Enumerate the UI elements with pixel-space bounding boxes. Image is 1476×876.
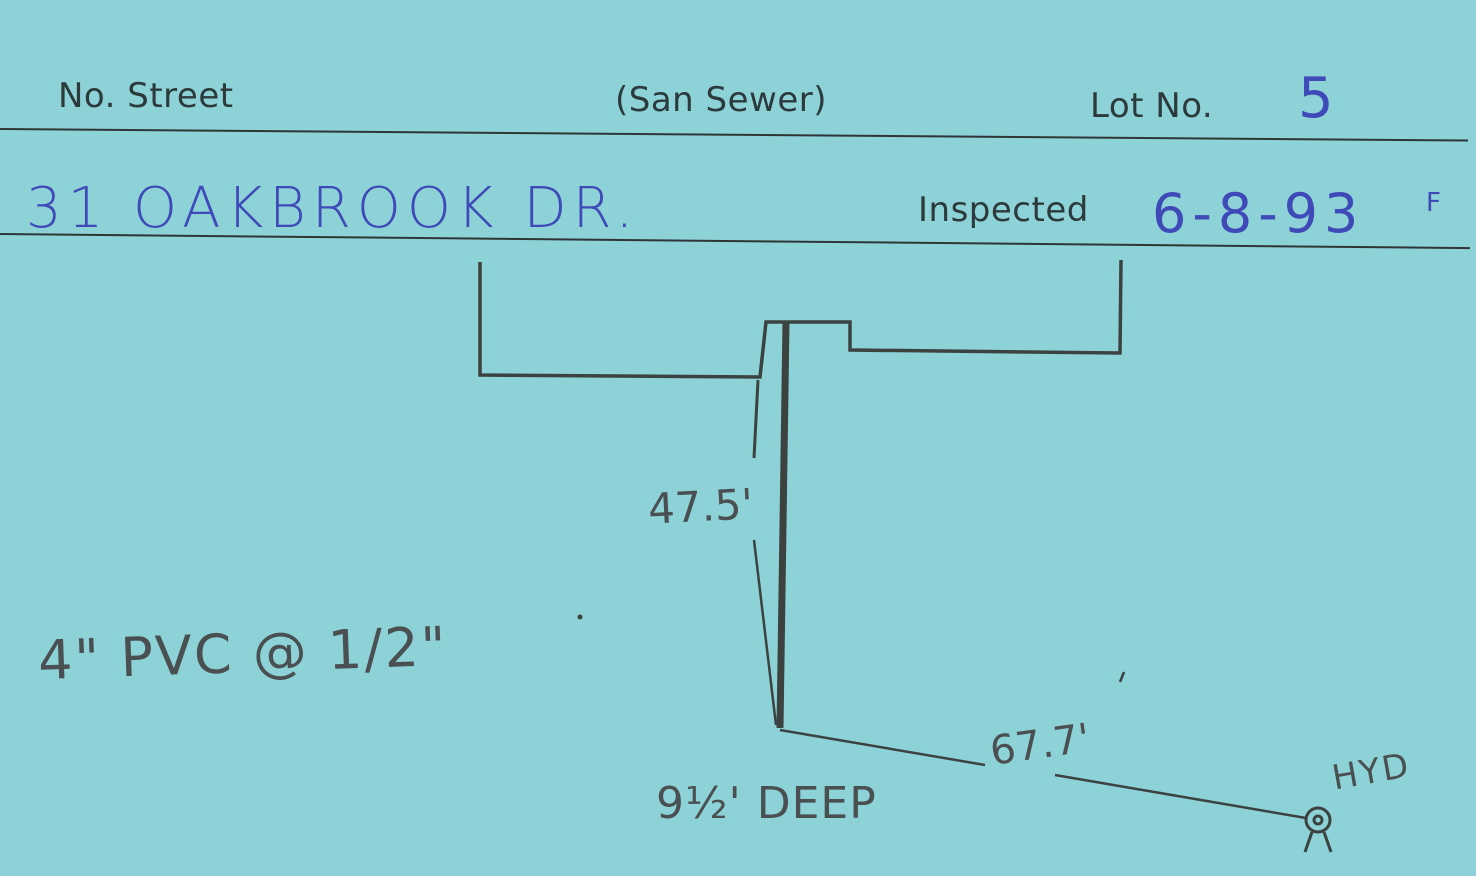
pencil-dot bbox=[577, 614, 583, 620]
dimension-line-lower bbox=[752, 539, 778, 726]
depth-label: 9½' DEEP bbox=[656, 778, 877, 829]
street-label: No. Street bbox=[58, 76, 234, 116]
inspected-suffix: F bbox=[1426, 188, 1441, 218]
lot-value: 5 bbox=[1298, 66, 1334, 131]
hydrant-tie-line-1 bbox=[779, 728, 986, 767]
hydrant-icon bbox=[1303, 806, 1333, 853]
sewer-type-label: (San Sewer) bbox=[615, 80, 828, 120]
sewer-lateral-line bbox=[776, 321, 790, 729]
tick-mark bbox=[1118, 671, 1126, 683]
house-outline bbox=[478, 259, 1123, 379]
hydrant-tie-line-2 bbox=[1054, 773, 1307, 820]
dimension-line-upper bbox=[752, 379, 760, 459]
address-value: 31 OAKBROOK DR. bbox=[26, 176, 640, 241]
lot-label: Lot No. bbox=[1090, 86, 1214, 126]
inspected-label: Inspected bbox=[918, 190, 1089, 230]
pipe-length-label: 47.5' bbox=[646, 479, 755, 534]
inspected-date: 6-8-93 bbox=[1152, 182, 1365, 245]
